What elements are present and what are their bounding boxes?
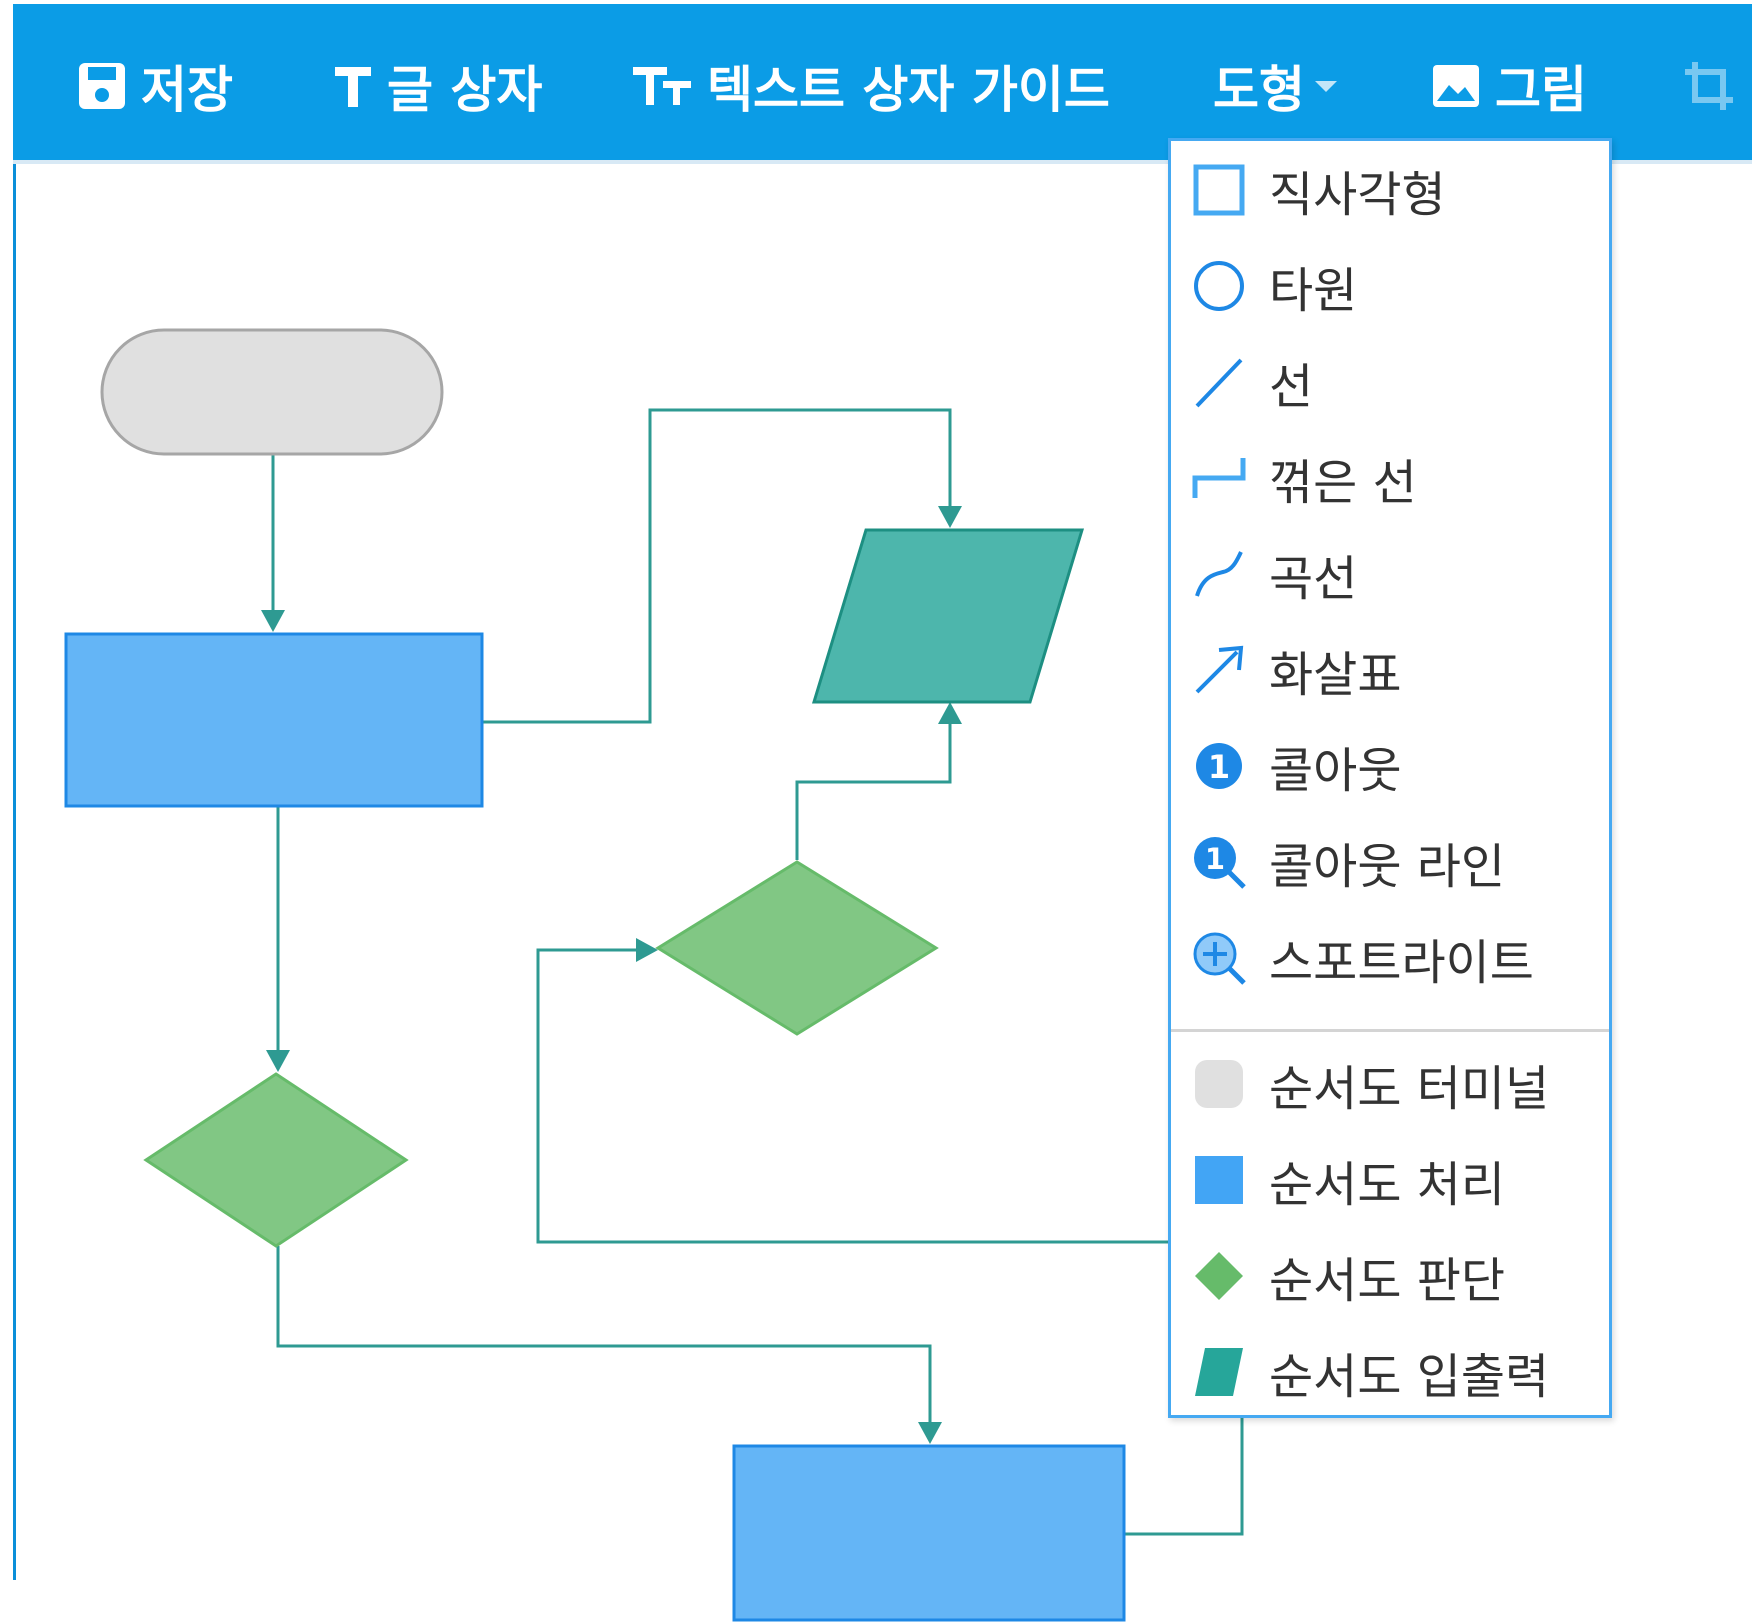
callout-number: 1 (1208, 748, 1230, 786)
connector-process-to-io[interactable] (482, 408, 952, 724)
image-button[interactable]: 그림 (1431, 44, 1587, 128)
menu-item-ellipse[interactable]: 타원 (1171, 243, 1609, 329)
menu-item-flowchart-io[interactable]: 순서도 입출력 (1171, 1329, 1609, 1415)
flowchart-io[interactable] (811, 528, 1085, 704)
flowchart-process-1[interactable] (64, 632, 484, 808)
flowchart-io-icon (1195, 1348, 1243, 1396)
menu-item-label: 콜아웃 (1269, 743, 1402, 799)
image-icon (1433, 65, 1479, 107)
save-button[interactable]: 저장 (77, 44, 233, 128)
textbox-guide-button[interactable]: 텍스트 상자 가이드 (633, 44, 1110, 128)
elbow-line-icon (1192, 458, 1246, 498)
text-t-icon (335, 67, 371, 107)
menu-item-label: 순서도 처리 (1269, 1157, 1506, 1213)
shapes-label: 도형 (1213, 61, 1305, 119)
shapes-dropdown-menu: 직사각형 타원 선 꺾은 선 곡선 화살표 1 콜아웃 1 콜아웃 라인 스포트… (1168, 138, 1612, 1418)
menu-item-spotlight[interactable]: 스포트라이트 (1171, 915, 1609, 1001)
textbox-label: 글 상자 (387, 61, 543, 119)
image-label: 그림 (1495, 61, 1587, 119)
flowchart-process-icon (1195, 1156, 1243, 1204)
connectors (261, 408, 1244, 1536)
menu-item-arrow[interactable]: 화살표 (1171, 627, 1609, 713)
arrow-icon (1195, 645, 1244, 694)
textbox-button[interactable]: 글 상자 (333, 44, 542, 128)
textbox-guide-label: 텍스트 상자 가이드 (707, 61, 1110, 119)
menu-item-flowchart-process[interactable]: 순서도 처리 (1171, 1137, 1609, 1223)
menu-item-line[interactable]: 선 (1171, 339, 1609, 425)
menu-item-label: 콜아웃 라인 (1269, 839, 1506, 895)
save-label: 저장 (141, 61, 233, 119)
menu-item-label: 스포트라이트 (1269, 935, 1534, 991)
menu-item-label: 직사각형 (1269, 167, 1446, 223)
menu-item-elbow-line[interactable]: 꺾은 선 (1171, 435, 1609, 521)
text-size-icon (633, 67, 691, 105)
menu-item-callout-line[interactable]: 1 콜아웃 라인 (1171, 819, 1609, 905)
flowchart-decision-icon (1195, 1252, 1243, 1300)
callout-line-number: 1 (1205, 842, 1225, 876)
menu-item-label: 순서도 판단 (1269, 1253, 1506, 1309)
menu-item-label: 화살표 (1269, 647, 1402, 703)
curve-icon (1195, 551, 1243, 597)
caret-down-icon (1315, 81, 1337, 92)
flowchart-decision-1[interactable] (143, 1072, 409, 1248)
menu-item-callout[interactable]: 1 콜아웃 (1171, 723, 1609, 809)
ellipse-icon (1194, 261, 1244, 311)
menu-item-rectangle[interactable]: 직사각형 (1171, 147, 1609, 233)
toolbar: 저장 글 상자 텍스트 상자 가이드 도형 그림 (13, 4, 1752, 164)
menu-item-flowchart-terminal[interactable]: 순서도 터미널 (1171, 1041, 1609, 1127)
menu-item-label: 타원 (1269, 263, 1358, 319)
menu-item-label: 꺾은 선 (1269, 455, 1417, 511)
shapes-dropdown-button[interactable]: 도형 (1213, 44, 1339, 128)
crop-button[interactable] (1681, 44, 1737, 128)
flowchart-terminal[interactable] (100, 328, 444, 456)
connector-decision-to-process2[interactable] (276, 1246, 932, 1424)
menu-item-label: 선 (1269, 359, 1314, 415)
rectangle-icon (1193, 164, 1245, 216)
menu-item-curve[interactable]: 곡선 (1171, 531, 1609, 617)
line-icon (1195, 358, 1243, 408)
flowchart-process-2[interactable] (732, 1444, 1126, 1622)
connector-process2-out[interactable] (1124, 1418, 1244, 1536)
callout-icon: 1 (1196, 743, 1242, 789)
spotlight-icon (1193, 932, 1246, 985)
flowchart-decision-2[interactable] (655, 860, 939, 1036)
save-icon (79, 63, 125, 109)
menu-item-label: 곡선 (1269, 551, 1358, 607)
flowchart-terminal-icon (1195, 1060, 1243, 1108)
connector-loop-to-decision2[interactable] (536, 948, 1168, 1244)
canvas-left-border (13, 160, 16, 1580)
menu-item-label: 순서도 터미널 (1269, 1061, 1550, 1117)
callout-line-icon: 1 (1194, 837, 1246, 889)
menu-divider (1171, 1029, 1609, 1032)
menu-item-flowchart-decision[interactable]: 순서도 판단 (1171, 1233, 1609, 1319)
connector-decision2-to-io[interactable] (795, 720, 952, 860)
crop-icon (1685, 62, 1733, 110)
menu-item-label: 순서도 입출력 (1269, 1349, 1550, 1405)
